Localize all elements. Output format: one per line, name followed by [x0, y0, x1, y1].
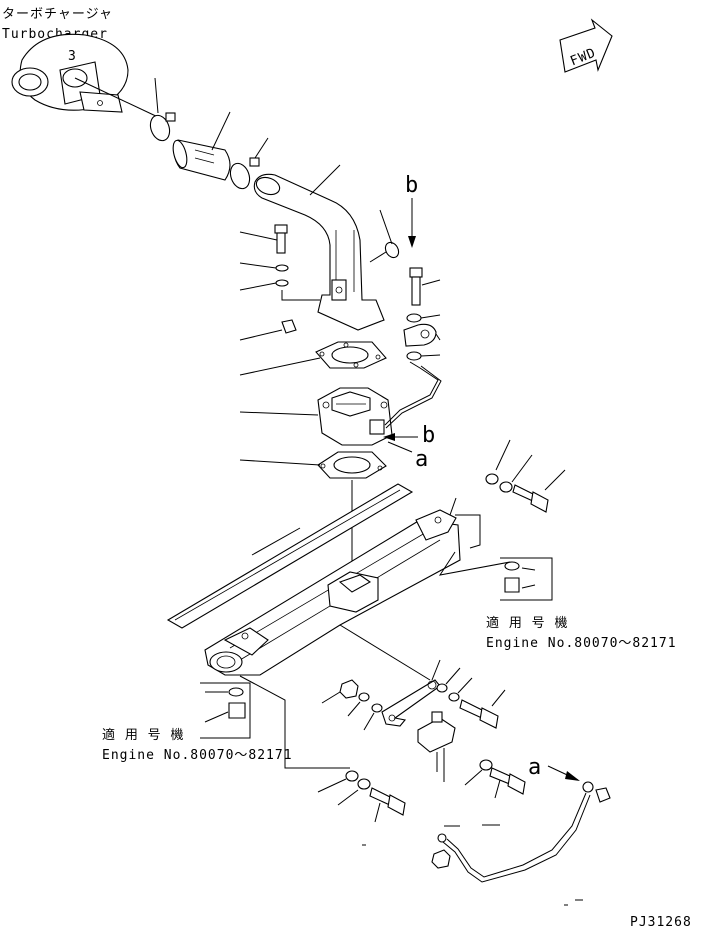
bolt-relay: [459, 689, 506, 729]
bolt-relay-2: [489, 767, 526, 799]
washer-right-2: [406, 351, 441, 361]
washer-left-1: [239, 262, 289, 272]
heater-wire-a: [437, 781, 611, 883]
washer-lower-left-1: [317, 770, 359, 793]
nut-lower: [431, 849, 451, 869]
reference-a-low: a: [528, 755, 541, 780]
gasket-lower: [239, 451, 387, 570]
turbocharger-jp-label: ターボチャージャ: [2, 7, 113, 22]
hose-clamp-2: [229, 137, 269, 190]
wiring-lead-b: [384, 361, 442, 429]
engine-number-left: Engine No.80070～82171: [102, 748, 293, 763]
engine-number-right: Engine No.80070～82171: [486, 636, 677, 651]
nut: [321, 679, 359, 704]
washer-relay-3: [464, 759, 493, 786]
drawing-code: PJ31268: [630, 915, 692, 930]
heater-relay: [417, 711, 456, 782]
hose-clamp-1: [149, 77, 176, 142]
reference-b-top: b: [405, 173, 418, 198]
reference-b-mid: b: [422, 423, 435, 448]
washer-mid-2: [363, 703, 383, 731]
clip-bracket: [403, 323, 441, 347]
applicable-label-left: 適 用 号 機: [102, 727, 184, 743]
reference-a-mid: a: [415, 447, 428, 472]
bolt-upper-right: [512, 469, 566, 513]
washer-relay-1: [436, 667, 461, 693]
washer-relay-2: [448, 677, 473, 702]
bolt-right: [409, 267, 441, 306]
arrow-right-icon: [547, 765, 580, 781]
air-heater-body: [239, 387, 393, 446]
turbocharger: 3: [11, 33, 161, 119]
applicable-label-right: 適 用 号 機: [486, 615, 568, 631]
detail-box-left: [200, 682, 251, 739]
bolt-left: [239, 224, 288, 254]
washer-lower-left-2: [337, 778, 371, 806]
svg-text:3: 3: [68, 49, 77, 64]
arrow-left-icon: [383, 433, 418, 441]
relay-bracket: [381, 659, 441, 727]
rubber-hose: [172, 111, 231, 181]
detail-box-right: [500, 557, 553, 601]
gasket-top: [239, 341, 387, 376]
washer-left-2: [239, 279, 289, 291]
washer-right-1: [406, 313, 441, 323]
plug-left: [239, 319, 297, 341]
washer-upper-right-1: [485, 439, 511, 485]
washer-mid-1: [347, 692, 370, 717]
bolt-lower-left: [369, 787, 406, 823]
arrow-down-icon: [408, 198, 416, 248]
fwd-arrow-icon: FWD: [559, 18, 613, 73]
air-connector-pipe: [253, 164, 400, 331]
intake-manifold: [166, 483, 461, 681]
washer-upper-right-2: [499, 454, 533, 493]
